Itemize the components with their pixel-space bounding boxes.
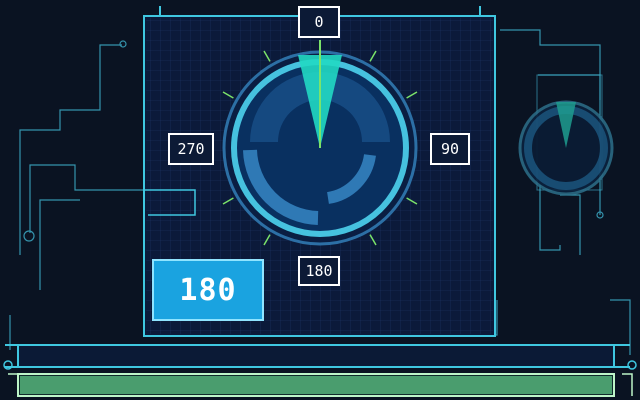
compass-tick xyxy=(263,234,271,246)
compass-ticks xyxy=(222,50,418,246)
compass-tick xyxy=(406,197,418,205)
progress-bar-fill xyxy=(20,376,612,394)
inner-arc-right xyxy=(326,153,376,204)
compass-tick xyxy=(406,91,418,99)
compass-label-east: 90 xyxy=(430,133,470,165)
bottom-frame xyxy=(3,344,637,370)
compass-label-south: 180 xyxy=(298,256,340,286)
minimap-needle xyxy=(556,102,576,148)
compass-needle xyxy=(298,40,342,148)
inner-arc-upper xyxy=(250,72,390,142)
compass-tick xyxy=(222,197,234,205)
compass-label-north: 0 xyxy=(298,6,340,38)
compass-label-west: 270 xyxy=(168,133,214,165)
compass-tick xyxy=(369,234,377,246)
compass-tick xyxy=(263,50,271,62)
inner-arc-left xyxy=(243,149,319,225)
compass-tick xyxy=(369,50,377,62)
heading-readout: 180 xyxy=(152,259,264,321)
compass-tick xyxy=(222,91,234,99)
minimap xyxy=(518,74,614,196)
